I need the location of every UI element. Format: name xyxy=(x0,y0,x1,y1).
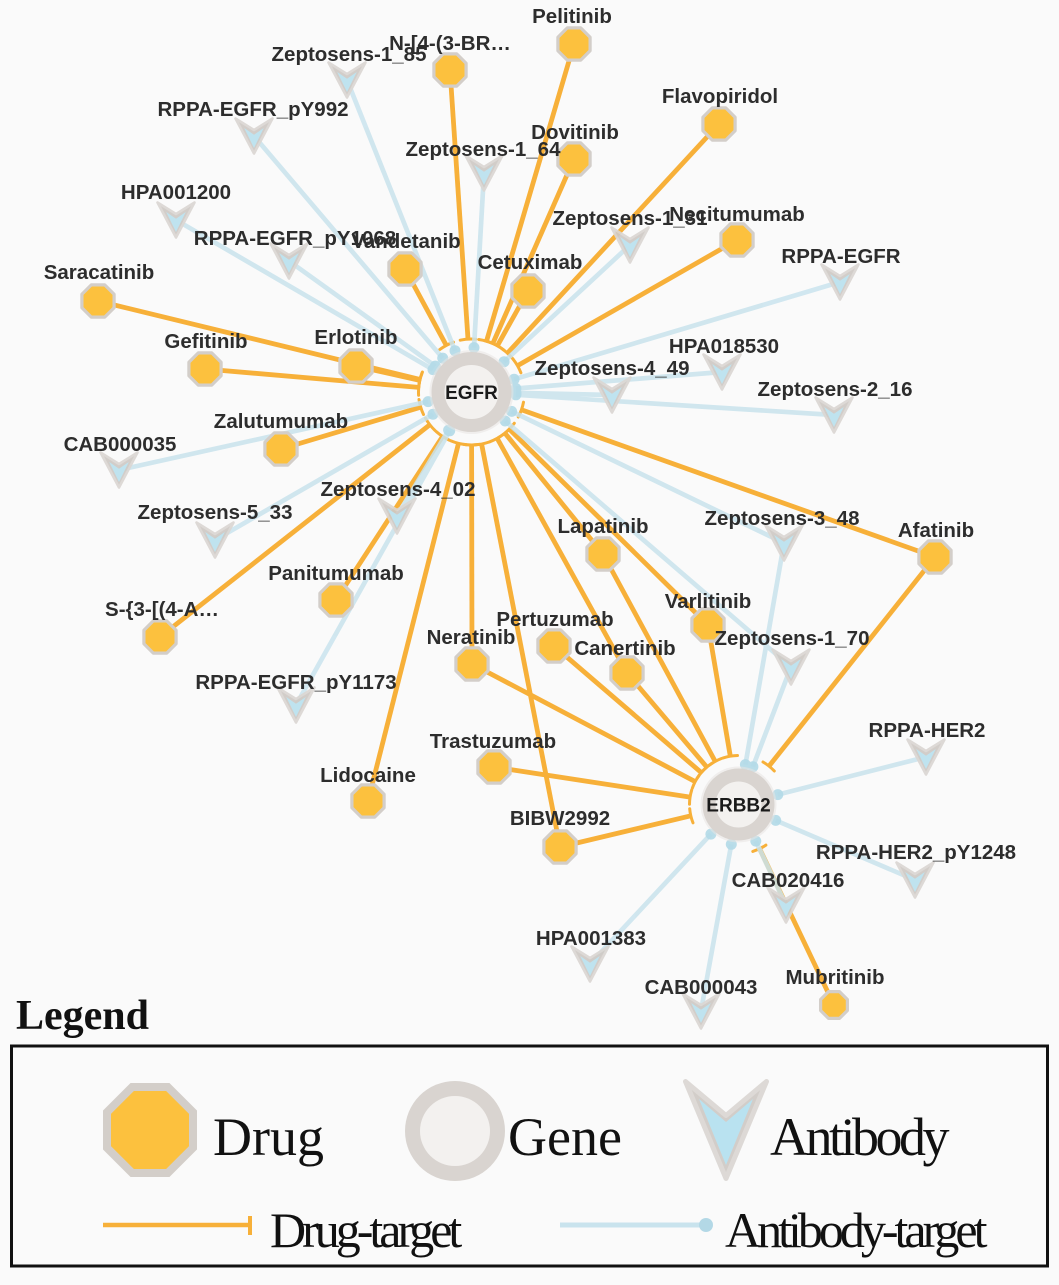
svg-text:Drug: Drug xyxy=(213,1107,324,1167)
svg-text:Erlotinib: Erlotinib xyxy=(314,326,397,349)
svg-text:HPA001383: HPA001383 xyxy=(536,927,646,950)
svg-text:Cetuximab: Cetuximab xyxy=(478,251,583,274)
svg-text:HPA001200: HPA001200 xyxy=(121,181,231,204)
svg-text:RPPA-EGFR_pY1173: RPPA-EGFR_pY1173 xyxy=(195,671,396,694)
svg-text:Gefitinib: Gefitinib xyxy=(164,330,247,353)
svg-text:RPPA-EGFR_pY992: RPPA-EGFR_pY992 xyxy=(157,98,348,121)
svg-text:S-{3-[(4-A…: S-{3-[(4-A… xyxy=(105,598,219,621)
svg-text:Panitumumab: Panitumumab xyxy=(268,562,404,585)
svg-text:Trastuzumab: Trastuzumab xyxy=(430,730,556,753)
svg-text:Zeptosens-4_49: Zeptosens-4_49 xyxy=(535,357,690,380)
svg-text:Antibody: Antibody xyxy=(770,1107,950,1167)
svg-text:HPA018530: HPA018530 xyxy=(669,335,779,358)
svg-text:Zeptosens-2_16: Zeptosens-2_16 xyxy=(758,378,913,401)
svg-text:Zalutumumab: Zalutumumab xyxy=(214,410,348,433)
svg-text:RPPA-HER2_pY1248: RPPA-HER2_pY1248 xyxy=(816,841,1016,864)
svg-text:Zeptosens-1_31: Zeptosens-1_31 xyxy=(553,207,708,230)
svg-text:CAB000035: CAB000035 xyxy=(64,433,177,456)
svg-text:Lidocaine: Lidocaine xyxy=(320,764,416,787)
svg-text:Gene: Gene xyxy=(508,1107,622,1167)
svg-text:Lapatinib: Lapatinib xyxy=(557,515,648,538)
svg-text:Zeptosens-3_48: Zeptosens-3_48 xyxy=(705,507,860,530)
svg-text:Canertinib: Canertinib xyxy=(574,637,675,660)
svg-text:Drug-target: Drug-target xyxy=(270,1202,462,1258)
svg-text:Zeptosens-1_85: Zeptosens-1_85 xyxy=(272,43,427,66)
svg-text:CAB000043: CAB000043 xyxy=(645,976,758,999)
svg-text:RPPA-EGFR: RPPA-EGFR xyxy=(781,245,900,268)
svg-text:Varlitinib: Varlitinib xyxy=(665,590,752,613)
svg-text:RPPA-EGFR_pY1068: RPPA-EGFR_pY1068 xyxy=(194,227,396,250)
svg-text:BIBW2992: BIBW2992 xyxy=(510,807,610,830)
svg-text:EGFR: EGFR xyxy=(445,383,498,404)
svg-text:Zeptosens-4_02: Zeptosens-4_02 xyxy=(321,478,476,501)
svg-text:RPPA-HER2: RPPA-HER2 xyxy=(869,719,986,742)
svg-text:Pelitinib: Pelitinib xyxy=(532,5,612,28)
svg-text:ERBB2: ERBB2 xyxy=(706,796,770,817)
svg-text:Legend: Legend xyxy=(16,993,149,1039)
svg-text:CAB020416: CAB020416 xyxy=(732,869,845,892)
svg-text:Mubritinib: Mubritinib xyxy=(785,966,884,989)
svg-text:Pertuzumab: Pertuzumab xyxy=(496,608,613,631)
svg-text:Zeptosens-1_64: Zeptosens-1_64 xyxy=(406,138,562,161)
svg-text:Antibody-target: Antibody-target xyxy=(725,1202,988,1258)
svg-text:Afatinib: Afatinib xyxy=(898,519,974,542)
svg-text:Flavopiridol: Flavopiridol xyxy=(662,85,778,108)
svg-text:Zeptosens-5_33: Zeptosens-5_33 xyxy=(138,501,293,524)
svg-text:Zeptosens-1_70: Zeptosens-1_70 xyxy=(715,627,870,650)
svg-text:Saracatinib: Saracatinib xyxy=(44,261,155,284)
